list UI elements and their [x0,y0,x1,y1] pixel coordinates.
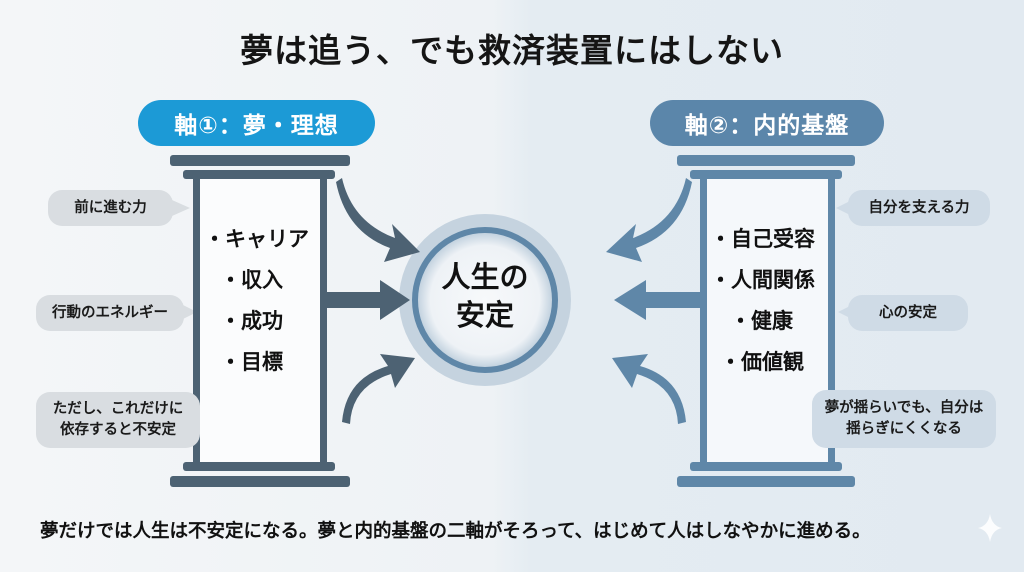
page-title: 夢は追う、でも救済装置にはしない [240,31,784,70]
left-arrows [327,178,420,424]
arrow-curved-bottom-right [612,354,686,424]
left-pillar-cap-inner [183,170,335,179]
axis2-item: ・人間関係 [710,268,815,292]
axis1-label: 軸①：夢・理想 [138,100,375,146]
center-circle [412,227,558,373]
left-pillar-body [200,179,320,463]
left-pillar-column [320,179,327,463]
right-pillar-base-inner [690,462,842,471]
axis2-label: 軸②：内的基盤 [650,100,884,146]
note-caution: ただし、これだけに依存すると不安定 [36,392,200,448]
right-arrows [606,178,700,424]
center-line2: 安定 [455,298,514,332]
note-action-energy: 行動のエネルギー [36,295,184,331]
footer-summary: 夢だけでは人生は不安定になる。夢と内的基盤の二軸がそろって、はじめて人はしなやか… [40,521,871,542]
right-pillar-base [677,476,855,487]
right-pillar-column [828,179,835,463]
axis2-items: ・自己受容 ・人間関係 ・健康 ・価値観 [710,219,815,383]
note-self-support: 自分を支える力 [848,190,990,226]
axis1-item: ・成功 [220,309,283,333]
right-pillar-cap-top [677,155,855,166]
right-pillar-column [700,179,707,463]
note-resilience: 夢が揺らいでも、自分は揺らぎにくくなる [812,390,996,448]
note-forward-power: 前に進む力 [48,190,173,226]
arrow-straight-left [327,280,410,320]
center-line1: 人生の [441,260,529,294]
arrow-curved-top-left [336,178,420,262]
axis1-items: ・キャリア ・収入 ・成功 ・目標 [204,219,309,383]
right-pillar-cap-inner [690,170,842,179]
arrow-curved-top-right [606,178,692,262]
arrow-curved-bottom-left [342,354,415,424]
axis2-item: ・価値観 [720,350,804,374]
axis1-item: ・キャリア [204,227,309,251]
arrow-straight-right [614,280,700,320]
left-pillar-base [170,476,350,487]
left-pillar-cap-top [170,155,350,166]
axis2-item: ・健康 [730,309,793,333]
left-pillar-base-inner [183,462,335,471]
note-mental-stability: 心の安定 [848,295,968,331]
left-pillar-column [193,179,200,463]
right-pillar-body [707,179,828,463]
center-label: 人生の 安定 [415,258,555,334]
axis1-item: ・収入 [220,268,283,292]
axis1-item: ・目標 [220,350,283,374]
sparkle-icon [978,514,1002,542]
axis2-item: ・自己受容 [710,227,815,251]
